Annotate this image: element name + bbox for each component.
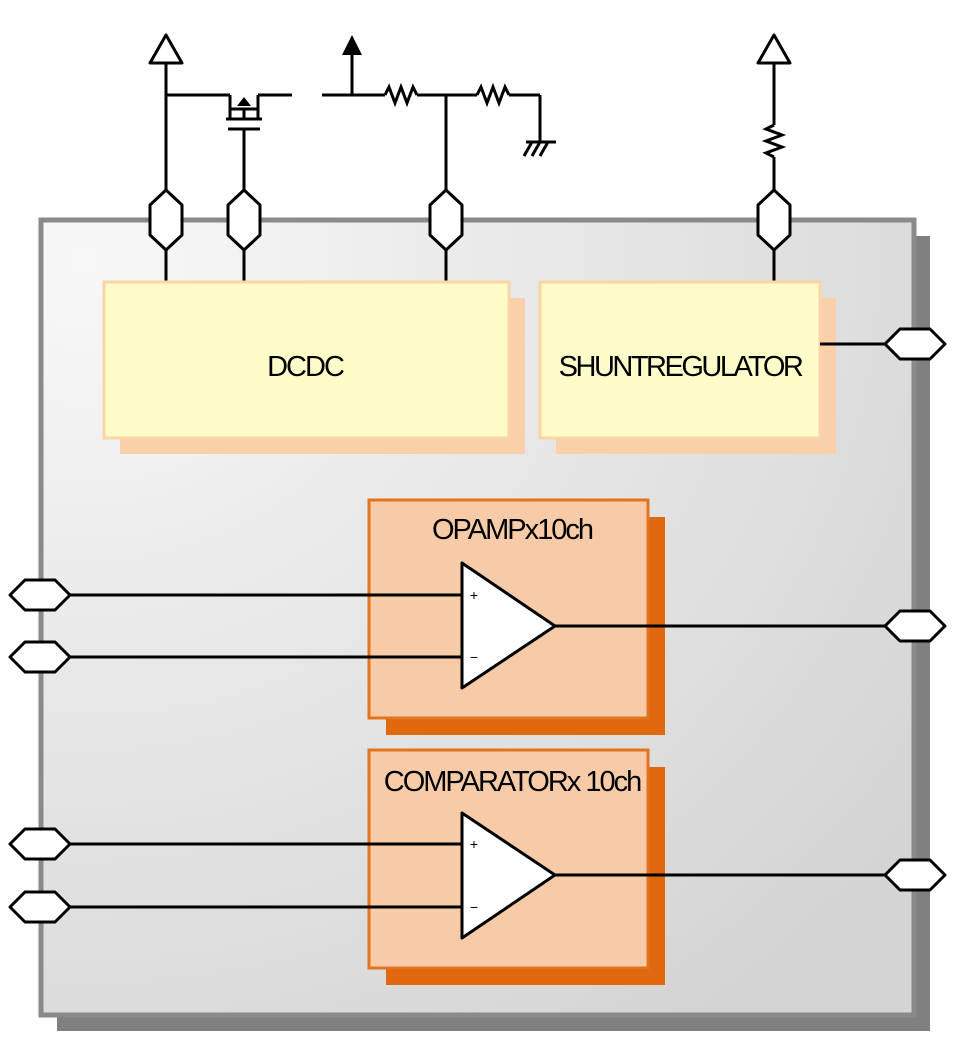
port-connector-icon [756, 188, 792, 252]
supply-arrow-icon [756, 33, 792, 65]
resistor-icon [383, 82, 419, 108]
port-connector-icon [883, 858, 947, 892]
opamp-plus-sign: + [470, 587, 478, 603]
opamp-minus-sign: − [470, 649, 478, 665]
port-connector-icon [428, 188, 464, 252]
resistor-icon [761, 123, 787, 159]
resistor-icon [475, 82, 511, 108]
port-connector-icon [148, 188, 184, 252]
dcdc-label: DCDC [267, 351, 344, 383]
comparator-label: COMPARATORx 10ch [384, 766, 641, 798]
comparator-minus-sign: − [470, 899, 478, 915]
port-connector-icon [8, 890, 72, 924]
port-connector-icon [8, 640, 72, 674]
opamp-label: OPAMPx10ch [432, 514, 593, 546]
shunt-regulator-block [538, 280, 822, 440]
port-connector-icon [883, 609, 947, 643]
shunt-regulator-label: SHUNTREGULATOR [559, 351, 803, 383]
dcdc-block [102, 280, 511, 440]
supply-arrow-icon [148, 33, 184, 65]
comparator-triangle-icon [460, 811, 557, 940]
supply-arrow-filled-icon [342, 35, 362, 55]
mosfet-icon [226, 93, 292, 195]
port-connector-icon [226, 188, 262, 252]
ground-icon [522, 140, 556, 157]
port-connector-icon [883, 327, 947, 361]
comparator-plus-sign: + [470, 836, 478, 852]
port-connector-icon [8, 827, 72, 861]
port-connector-icon [8, 578, 72, 612]
opamp-triangle-icon [460, 561, 557, 690]
